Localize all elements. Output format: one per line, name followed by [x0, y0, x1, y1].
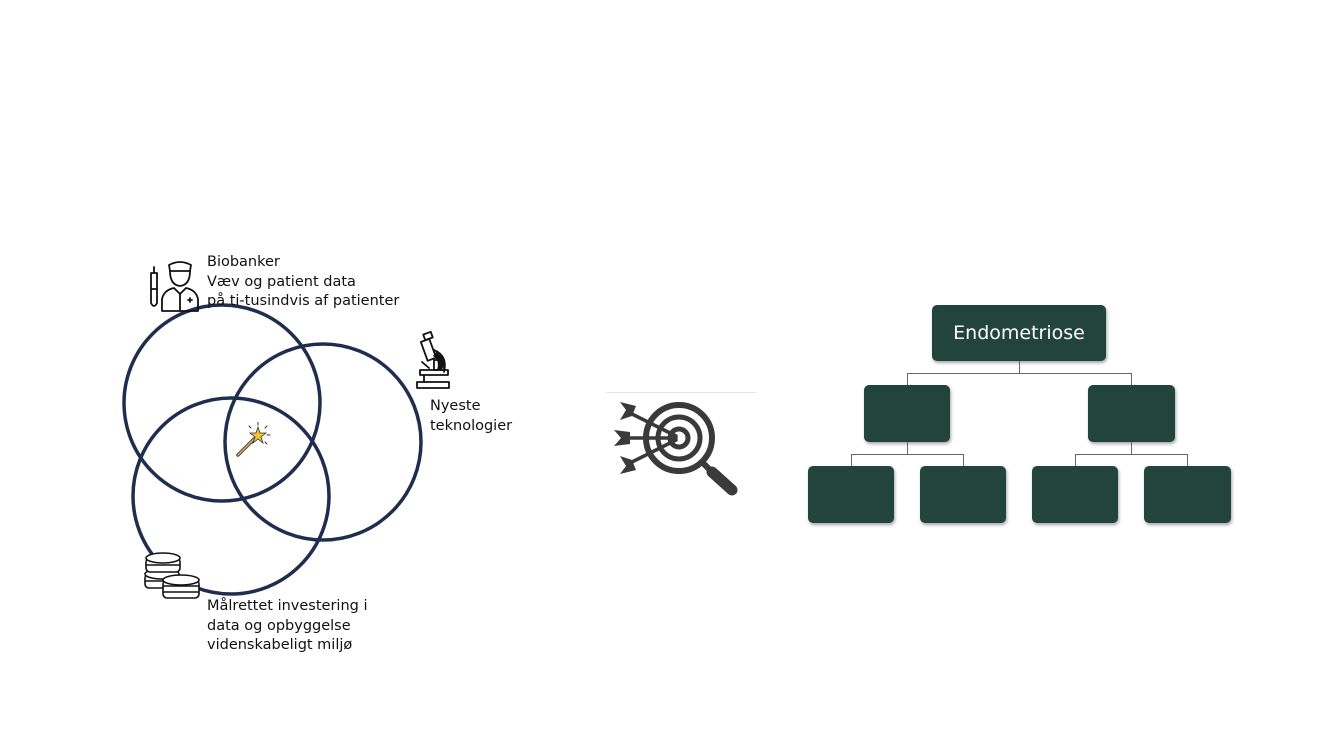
coins-icon — [141, 552, 203, 604]
connector — [1019, 361, 1020, 373]
microscope-icon — [412, 330, 452, 390]
venn-circle-investering — [131, 396, 331, 596]
connector — [963, 454, 964, 466]
target-magnifier-icon — [612, 396, 740, 498]
investering-label: Målrettet investering i data og opbyggel… — [207, 597, 367, 656]
connector — [907, 373, 908, 385]
tree-node-2-2 — [1144, 466, 1231, 523]
venn-circle-biobanker — [122, 303, 322, 503]
teknologier-line-1: Nyeste — [430, 398, 481, 414]
biobanker-line-2: Væv og patient data — [207, 273, 356, 290]
target-divider — [606, 392, 756, 393]
venn-diagram — [122, 303, 423, 596]
tree-root-label: Endometriose — [953, 322, 1085, 344]
connector — [851, 454, 852, 466]
teknologier-line-2: teknologier — [430, 417, 513, 434]
magic-wand-icon — [234, 422, 272, 460]
tree-root-box: Endometriose — [932, 305, 1106, 361]
connector — [1131, 442, 1132, 454]
connector — [1075, 454, 1188, 455]
connector — [1187, 454, 1188, 466]
investering-line-3: videnskabeligt miljø — [207, 637, 353, 653]
connector — [851, 454, 964, 455]
teknologier-label: Nyeste teknologier — [430, 397, 512, 436]
tree-node-2 — [1088, 385, 1175, 442]
doctor-icon — [146, 259, 204, 313]
connector — [907, 442, 908, 454]
tree-node-1 — [864, 385, 950, 442]
venn-circle-teknologier — [223, 342, 423, 542]
connector — [1075, 454, 1076, 466]
biobanker-label: Biobanker Væv og patient data på ti-tusi… — [207, 253, 399, 312]
connector — [1131, 373, 1132, 385]
investering-line-2: data og opbyggelse — [207, 617, 351, 634]
tree-node-2-1 — [1032, 466, 1118, 523]
connector — [907, 373, 1132, 374]
tree-node-1-1 — [808, 466, 894, 523]
investering-line-1: Målrettet investering i — [207, 598, 368, 614]
tree-node-1-2 — [920, 466, 1006, 523]
biobanker-line-1: Biobanker — [207, 254, 280, 270]
biobanker-line-3: på ti-tusindvis af patienter — [207, 293, 400, 309]
